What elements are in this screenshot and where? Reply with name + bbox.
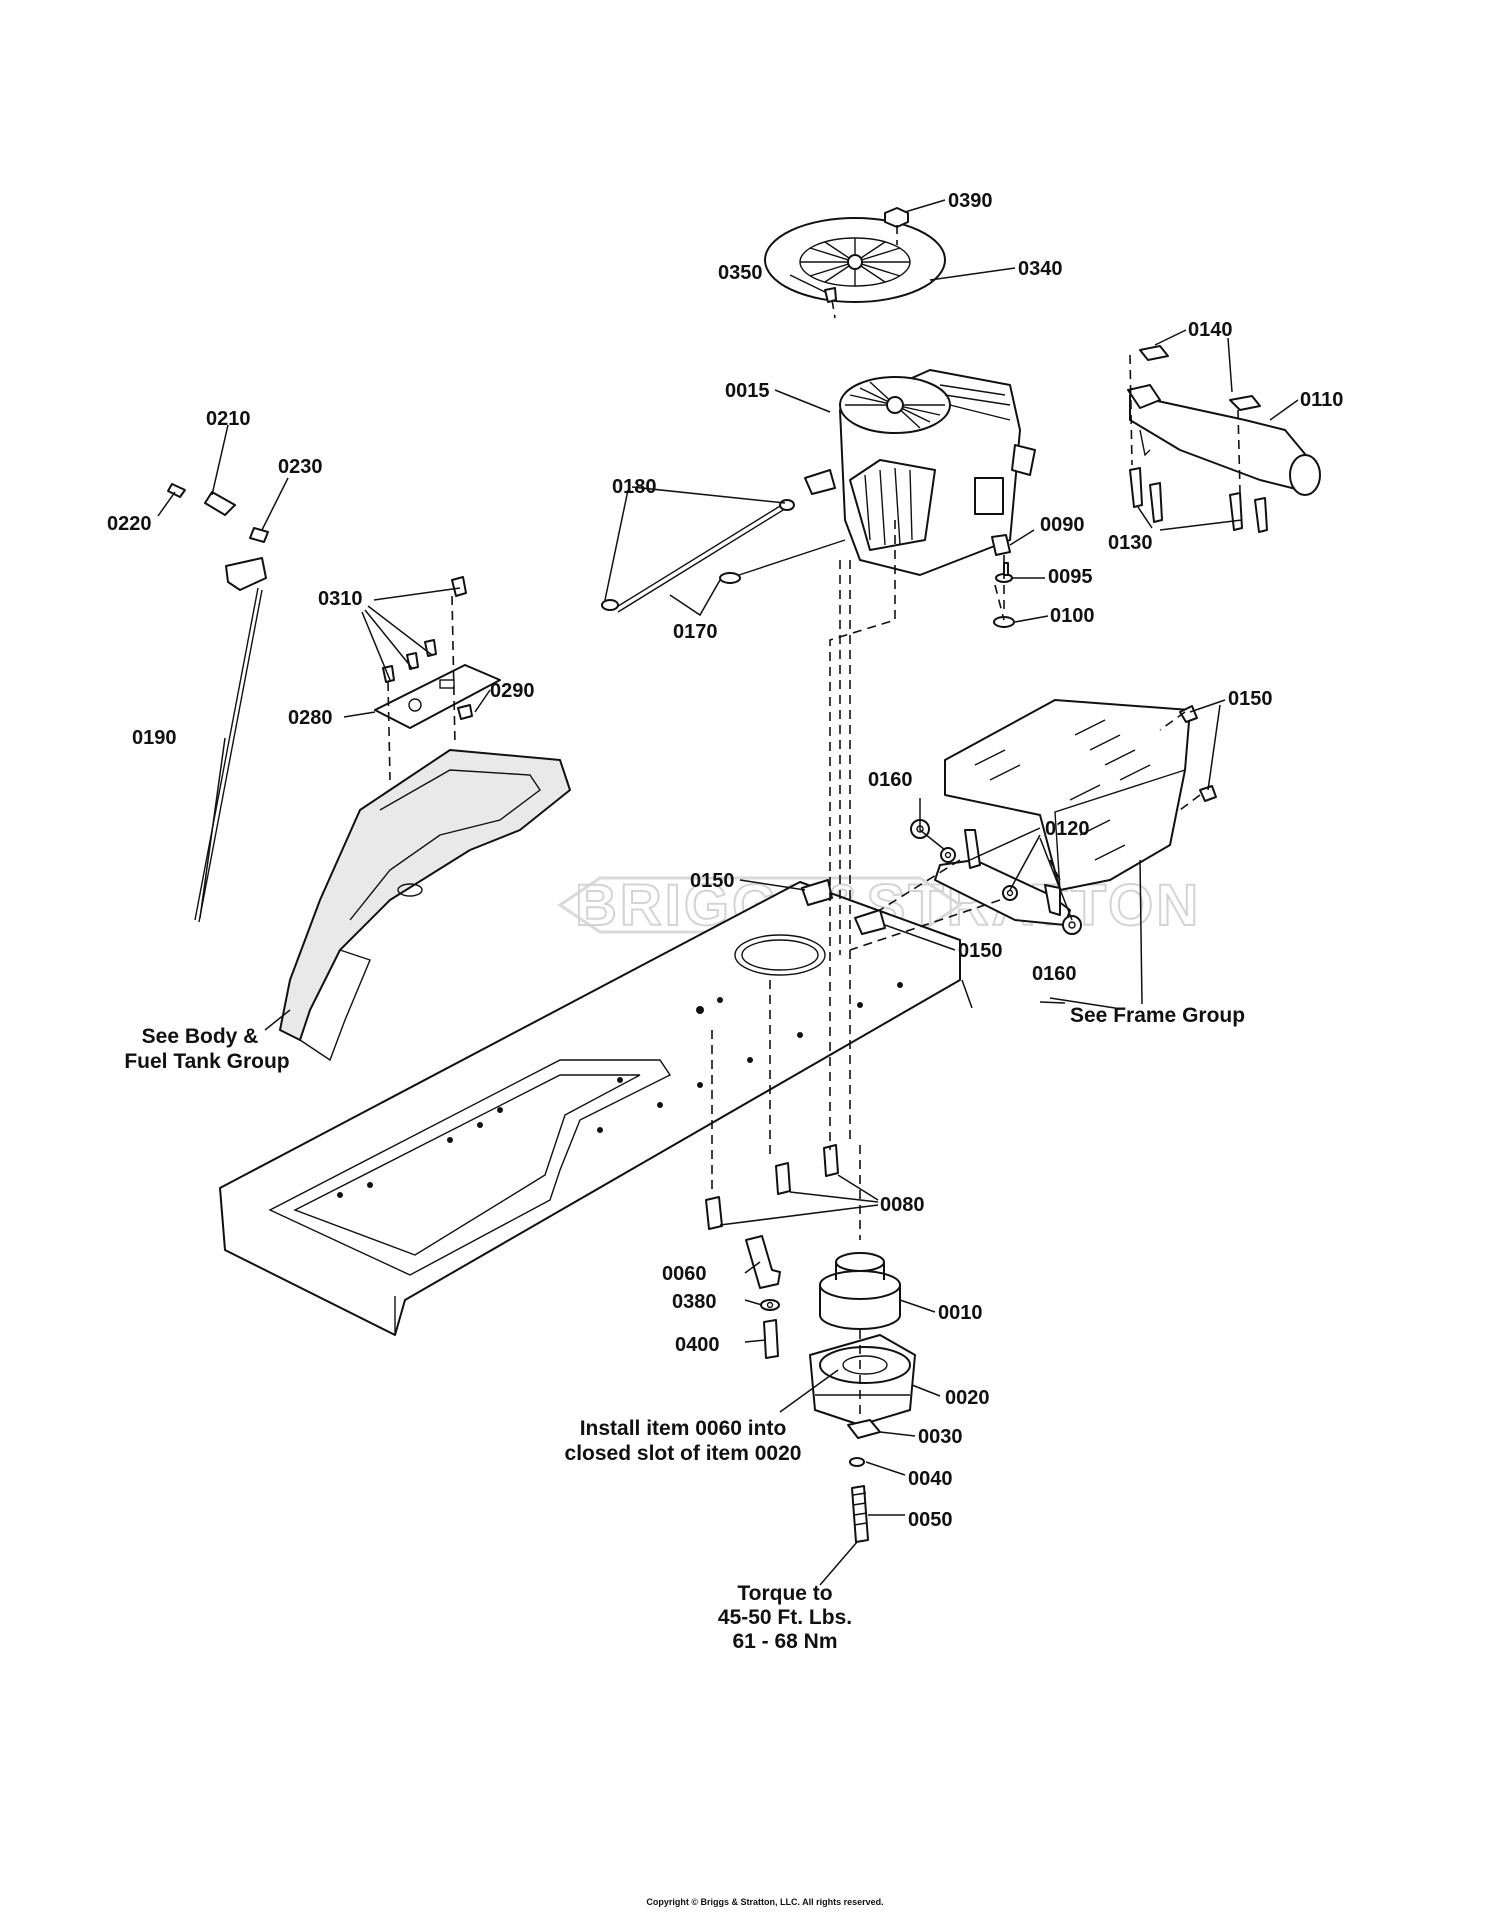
- callout-labels: 0390 0340 0350 0140 0015 0110 0210 0230 …: [107, 190, 1343, 1531]
- callout-0095: 0095: [1048, 566, 1093, 588]
- notes: See Body & Fuel Tank Group See Frame Gro…: [124, 1004, 1245, 1653]
- callout-0390: 0390: [948, 190, 993, 212]
- choke-cable: [719, 539, 846, 584]
- panel: [374, 664, 501, 729]
- callout-0030: 0030: [918, 1426, 963, 1448]
- callout-0100: 0100: [1050, 605, 1095, 627]
- callout-0380: 0380: [672, 1291, 717, 1313]
- callout-0220: 0220: [107, 513, 152, 535]
- callout-0090: 0090: [1040, 514, 1085, 536]
- nut: [884, 207, 909, 228]
- callout-0210: 0210: [206, 408, 251, 430]
- clutch-bracket-0060: [745, 1235, 781, 1289]
- note-install-line1: Install item 0060 into: [580, 1417, 787, 1440]
- note-torque-line3: 61 - 68 Nm: [732, 1630, 837, 1653]
- note-frame-group: See Frame Group: [1070, 1004, 1245, 1027]
- callout-0180: 0180: [612, 476, 657, 498]
- callout-0140: 0140: [1188, 319, 1233, 341]
- callout-0160-b: 0160: [1032, 963, 1077, 985]
- note-torque-line1: Torque to: [737, 1582, 832, 1605]
- callout-0080: 0080: [880, 1194, 925, 1216]
- callout-0015: 0015: [725, 380, 770, 402]
- washer-0380: [760, 1299, 780, 1311]
- clutch-hardware: [847, 1419, 881, 1543]
- assembly-lines: [387, 225, 1241, 1420]
- note-body-group-line2: Fuel Tank Group: [124, 1050, 289, 1073]
- flywheel-screen: [764, 217, 946, 303]
- callout-0020: 0020: [945, 1387, 990, 1409]
- engine: [839, 369, 1036, 576]
- callout-0120: 0120: [1045, 818, 1090, 840]
- note-install-line2: closed slot of item 0020: [565, 1442, 802, 1465]
- callout-0150-b: 0150: [690, 870, 735, 892]
- callout-0280: 0280: [288, 707, 333, 729]
- callout-0060: 0060: [662, 1263, 707, 1285]
- muffler: [1127, 345, 1321, 496]
- note-torque-line2: 45-50 Ft. Lbs.: [718, 1606, 852, 1629]
- shield-bolts: [1179, 705, 1217, 802]
- bolt-0400: [763, 1319, 779, 1359]
- note-body-group-line1: See Body &: [142, 1025, 259, 1048]
- body-shroud: [279, 749, 571, 1062]
- callout-0340: 0340: [1018, 258, 1063, 280]
- engine-bolts: [705, 1144, 839, 1230]
- heat-shield: [944, 699, 1191, 891]
- callout-0310: 0310: [318, 588, 363, 610]
- callout-0400: 0400: [675, 1334, 720, 1356]
- clutch-0020: [809, 1334, 916, 1426]
- callout-0290: 0290: [490, 680, 535, 702]
- clips-0150: [801, 879, 886, 935]
- callout-0170: 0170: [673, 621, 718, 643]
- copyright: Copyright © Briggs & Stratton, LLC. All …: [646, 1897, 883, 1907]
- callout-0190: 0190: [132, 727, 177, 749]
- dipstick-assembly: [167, 483, 269, 923]
- screen-screw: [824, 287, 837, 303]
- callout-0010: 0010: [938, 1302, 983, 1324]
- callout-0040: 0040: [908, 1468, 953, 1490]
- throttle-rod: [601, 469, 836, 613]
- oil-drain-parts: [991, 534, 1015, 628]
- callout-0160-a: 0160: [868, 769, 913, 791]
- callout-0150-a: 0150: [1228, 688, 1273, 710]
- callout-0150-c: 0150: [958, 940, 1003, 962]
- callout-0110: 0110: [1300, 389, 1343, 411]
- leader-lines: [157, 199, 1299, 1586]
- callout-0050: 0050: [908, 1509, 953, 1531]
- pulley-0010: [819, 1252, 901, 1330]
- muffler-bolts: [1129, 467, 1268, 533]
- callout-0350: 0350: [718, 262, 763, 284]
- callout-0230: 0230: [278, 456, 323, 478]
- callout-0130: 0130: [1108, 532, 1153, 554]
